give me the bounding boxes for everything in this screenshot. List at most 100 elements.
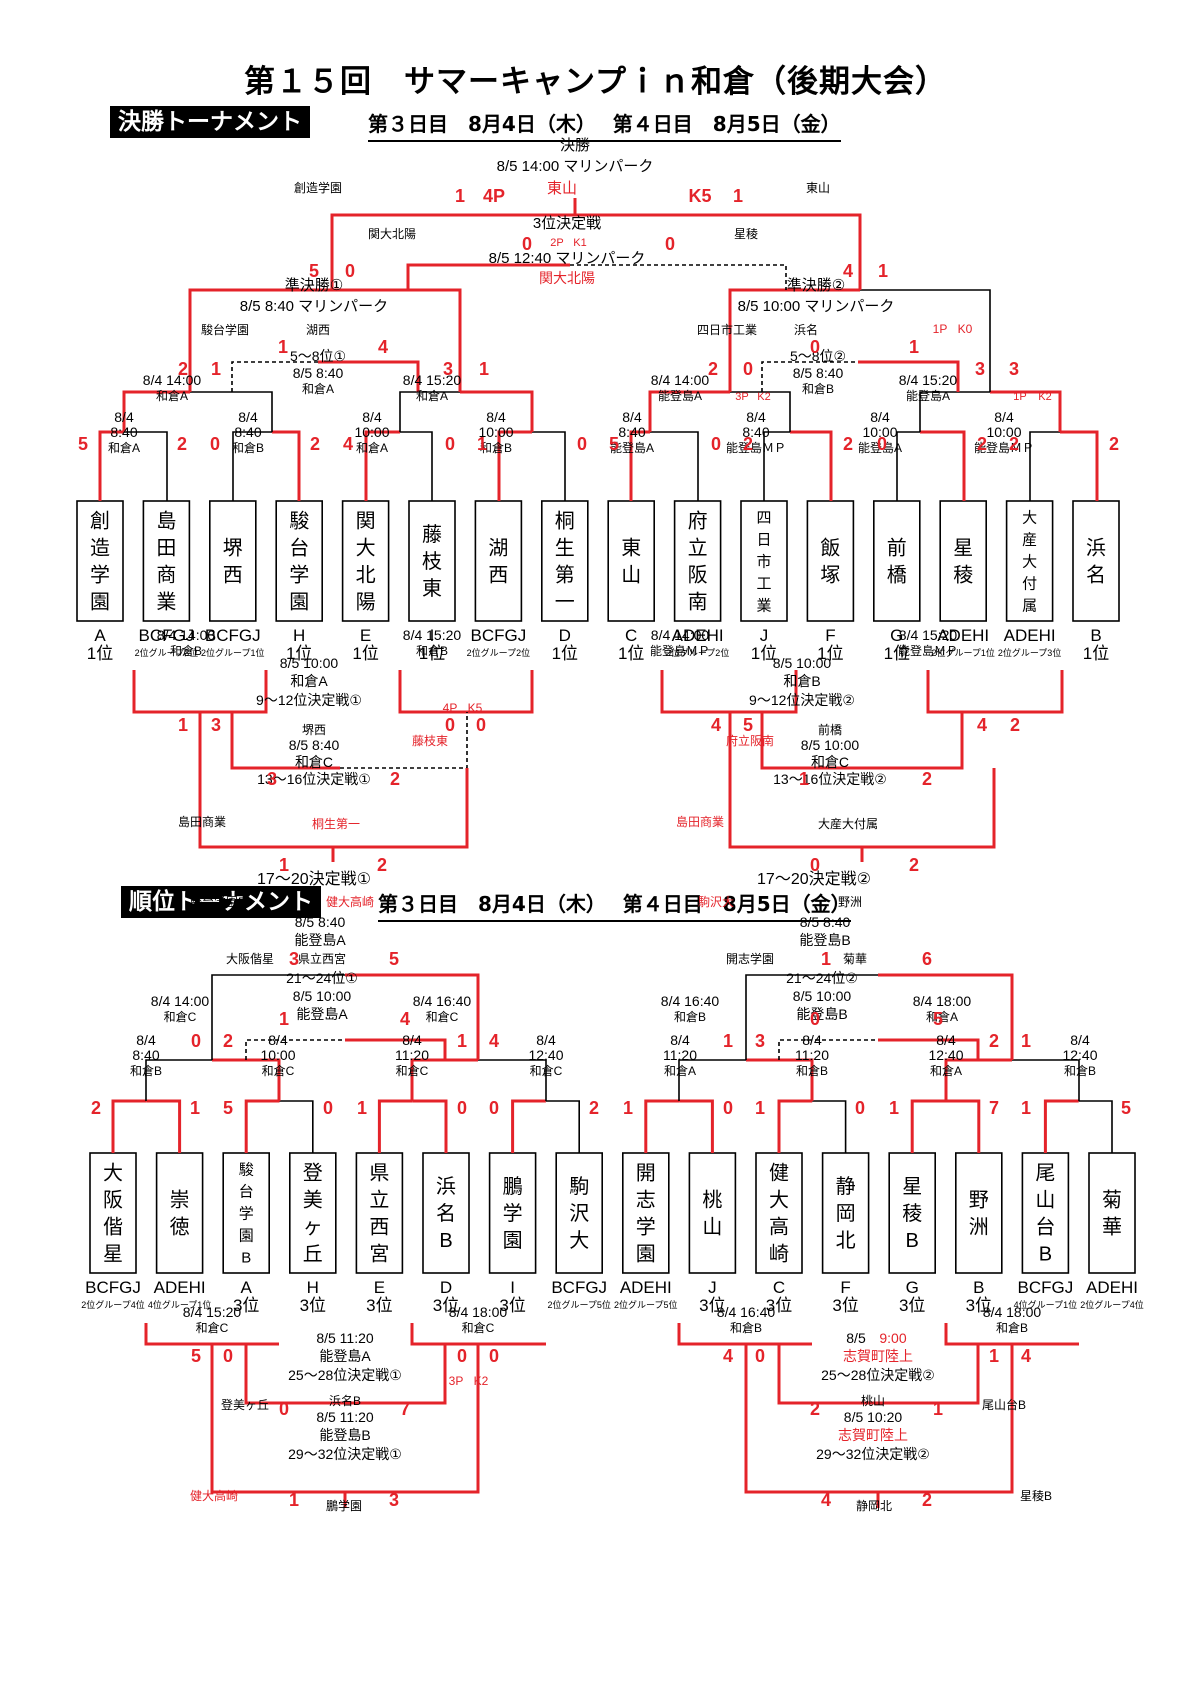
bracket-label: 大産大付属 [818,816,878,831]
final-team-name-char: 西 [488,565,508,587]
place-team-box [755,1152,803,1274]
score: 2 [843,434,853,454]
final-team-group: ADEHI [1004,626,1056,645]
final-team-group: H [293,626,305,645]
place-team-rank: 3位 [966,1296,992,1315]
final-team-rank: 1位 [817,644,843,663]
bracket-line [111,1099,147,1153]
bracket-line [398,670,534,714]
bracket-label: 29～32位決定戦① [288,1446,402,1462]
score: 5 [609,434,619,454]
score: 1 [289,1490,299,1510]
place-team-box [89,1152,137,1274]
bracket-label: 8/5 10:00 マリンパーク [738,298,895,315]
bracket-label: 29～32位決定戦② [816,1446,930,1462]
bracket-line [345,1344,447,1405]
bracket-label: 関大北陽 [368,227,416,241]
bracket-label: 8:40 [742,424,769,440]
place-team-rank: 2位グループ5位 [614,1299,677,1310]
score: 1 [933,1399,943,1419]
bracket-label: 8/4 18:00 [449,1304,508,1320]
final-team-name-char: 南 [688,591,708,614]
place-team-rank: 3位 [766,1296,792,1315]
bracket-line [1060,430,1099,501]
bracket-label: 能登島A [858,440,902,455]
score: 4 [977,715,987,735]
bracket-line [122,390,190,432]
final-team-name-char: 島 [156,510,176,533]
bracket-label: 8/5 8:40 マリンパーク [240,298,388,315]
score: 1 [1021,1031,1031,1051]
final-team-box [939,500,988,622]
final-team-box [1072,500,1120,622]
bracket-label: 準決勝① [285,277,343,294]
bracket-line [232,431,272,501]
score: 3 [389,1490,399,1510]
bracket-label: 和倉A [302,381,334,396]
final-team-name-char: 府 [688,510,708,533]
bracket-label: 和倉B [730,1320,762,1335]
bracket-label: 1P [1013,391,1026,403]
bracket-label: 能登島ＭＰ [974,440,1034,455]
score: 1 [889,1098,899,1118]
bracket-line [678,1059,746,1101]
score: 0 [445,434,455,454]
score: 2 [91,1098,101,1118]
bracket-label: K0 [958,322,973,336]
score: 0 [743,359,753,379]
score: 2 [810,1399,820,1419]
section-label-final: 決勝トーナメント [110,106,310,138]
bracket-line [212,1058,281,1101]
place-team-rank: 3位 [433,1296,459,1315]
final-team-group: F [825,626,835,645]
final-team-rank: 2位グループ1位 [931,647,994,658]
score: 4 [1021,1346,1031,1366]
score: 3 [267,769,277,789]
bracket-label: 和倉C [426,1009,459,1024]
score: 2 [177,434,187,454]
place-team-group: ADEHI [620,1278,672,1297]
bracket-label: 和倉B [1064,1063,1096,1078]
bracket-label: 和倉C [164,1009,197,1024]
bracket-line [145,1059,212,1101]
bracket-label: 8/5 8:40 [295,914,346,930]
bracket-label: 8/4 [746,409,766,425]
bracket-line [746,1058,814,1101]
place-team-group: BCFGJ [551,1278,607,1297]
bracket-label: 3P [449,1374,464,1388]
place-team-name-char: 大 [769,1189,789,1212]
score: 6 [922,949,932,969]
bracket-label: 8/5 12:40 マリンパーク [489,250,646,267]
bracket-label: 前橋 [818,722,842,737]
bracket-line [400,431,433,501]
place-team-name-char: 登 [303,1162,323,1185]
score: 4 [711,715,721,735]
place-team-name-char: 浜 [436,1175,456,1198]
final-team-name-char: 一 [555,592,575,614]
final-team-name-char: 東 [422,577,442,600]
bracket-line [760,712,964,770]
final-team-group: ADEHI [937,626,989,645]
final-team-name-char: 星 [953,538,973,560]
bracket-label: 8/5 10:00 [801,737,860,753]
bracket-label: 能登島A [906,388,950,403]
final-team-name-char: 駿 [289,510,309,533]
bracket-label: 8/4 [238,409,258,425]
place-team-group: ADEHI [1086,1278,1138,1297]
bracket-label: 和倉A [156,388,188,403]
bracket-line [198,712,333,849]
bracket-label: 能登島B [319,1427,370,1443]
bracket-line [211,974,345,1060]
bracket-label: 8/4 14:00 [143,372,202,388]
final-team-box [872,500,921,622]
score: 1 [723,1031,733,1051]
final-team-box [1005,500,1054,622]
bracket-line [650,431,699,501]
place-team-rank: 3位 [832,1296,858,1315]
bracket-line [497,430,532,501]
final-team-group: I [430,626,435,645]
place-team-name-char: 志 [636,1189,656,1212]
bracket-label: 10:00 [862,424,897,440]
bracket-label: 8/4 [114,409,134,425]
score: 4 [489,1031,499,1051]
